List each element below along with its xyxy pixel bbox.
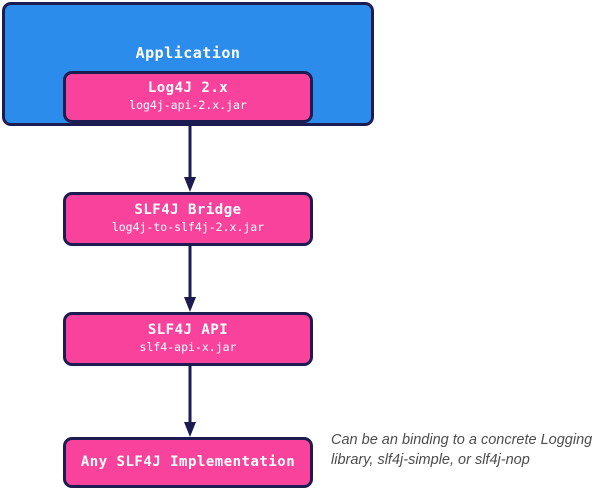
node-slf4j-bridge[interactable]: SLF4J Bridge log4j-to-slf4j-2.x.jar bbox=[63, 192, 313, 246]
arrow-log4j-to-bridge bbox=[181, 123, 199, 193]
implementation-note: Can be an binding to a concrete Logging … bbox=[331, 432, 593, 468]
node-log4j[interactable]: Log4J 2.x log4j-api-2.x.jar bbox=[63, 71, 313, 123]
arrow-down-icon bbox=[184, 366, 196, 437]
node-slf4j-api[interactable]: SLF4J API slf4-api-x.jar bbox=[63, 312, 313, 366]
node-slf4j-implementation-title: Any SLF4J Implementation bbox=[80, 453, 296, 470]
arrow-down-icon bbox=[184, 123, 196, 192]
arrow-api-to-impl bbox=[181, 366, 199, 438]
node-slf4j-bridge-title: SLF4J Bridge bbox=[134, 202, 242, 219]
arrow-down-icon bbox=[184, 246, 196, 312]
node-slf4j-implementation[interactable]: Any SLF4J Implementation bbox=[63, 437, 313, 488]
node-slf4j-bridge-subtitle: log4j-to-slf4j-2.x.jar bbox=[111, 219, 265, 234]
node-application-title: Application bbox=[135, 44, 241, 62]
arrow-bridge-to-api bbox=[181, 246, 199, 313]
node-log4j-title: Log4J 2.x bbox=[147, 80, 229, 97]
node-slf4j-api-title: SLF4J API bbox=[147, 322, 229, 339]
node-slf4j-api-subtitle: slf4-api-x.jar bbox=[139, 339, 237, 354]
node-log4j-subtitle: log4j-api-2.x.jar bbox=[129, 97, 247, 112]
